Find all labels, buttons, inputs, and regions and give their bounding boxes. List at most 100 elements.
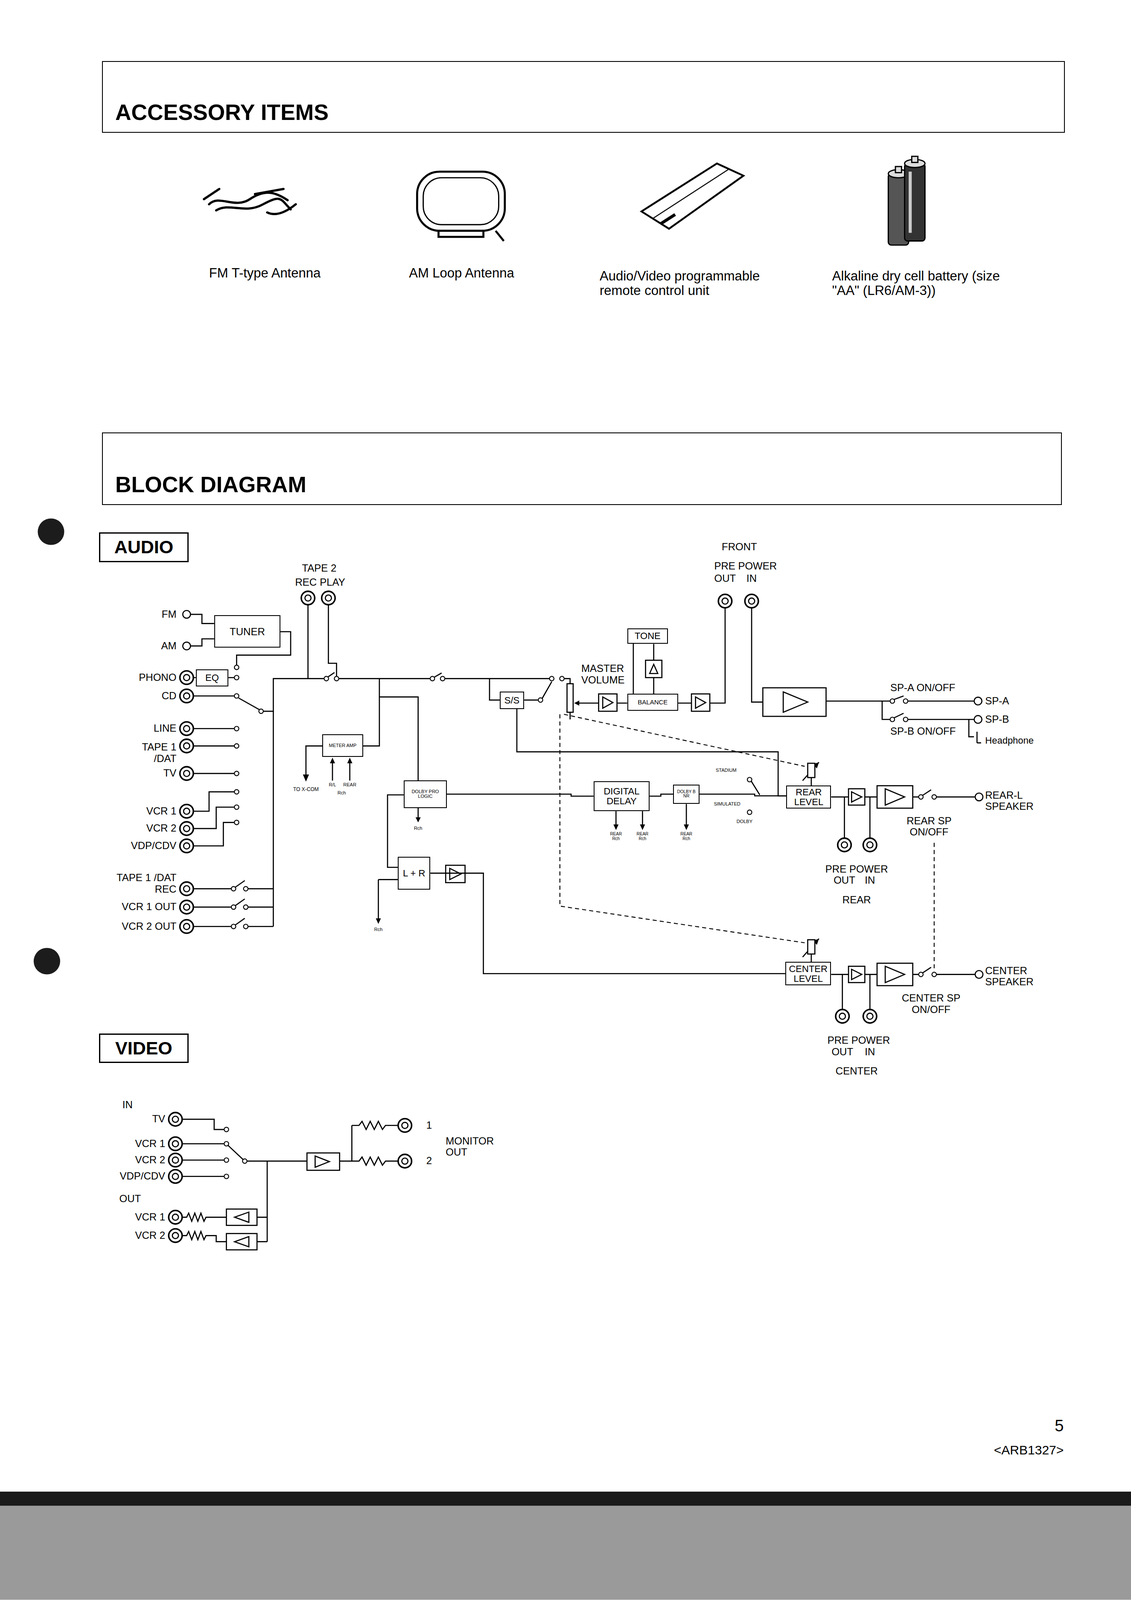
accessory-caption: Audio/Video programmable remote control … (599, 268, 776, 298)
scan-edge (0, 1491, 1131, 1506)
terminal (231, 904, 237, 910)
terminal (234, 725, 240, 731)
amplifier-symbol (226, 1233, 257, 1250)
node-text: DIGITAL DELAY (596, 786, 648, 806)
signal-wire (238, 697, 260, 710)
signal-wire (193, 888, 274, 927)
terminal (243, 904, 249, 910)
jack-symbol (744, 594, 759, 608)
terminal (231, 886, 237, 892)
signal-label: REAR-L SPEAKER (985, 789, 1043, 812)
jack-symbol (180, 766, 194, 781)
signal-label: PLAY (319, 576, 346, 588)
fm-antenna-illustration (216, 198, 291, 210)
terminal (224, 1157, 229, 1163)
terminal (323, 676, 329, 681)
terminal (234, 804, 240, 810)
terminal (182, 610, 191, 618)
signal-label: 1 (426, 1119, 432, 1131)
amplifier-symbol (645, 660, 662, 678)
eq-box: EQ (195, 669, 229, 687)
amplifier-symbol (851, 969, 862, 980)
signal-wire (193, 791, 235, 846)
signal-label: TV (163, 767, 177, 779)
amplifier-symbol (649, 664, 658, 674)
jack-symbol (398, 1118, 412, 1132)
jack-symbol (718, 594, 732, 608)
terminal (538, 697, 543, 703)
arrowhead (376, 918, 382, 924)
signal-label: IN (746, 572, 757, 584)
signal-wire (617, 607, 764, 703)
terminal (890, 698, 895, 704)
amplifier-symbol (877, 962, 913, 986)
signal-label: SP-B ON/OFF (890, 725, 956, 737)
scan-edge (0, 1505, 1131, 1600)
scan-edge (0, 518, 1131, 1600)
terminal (918, 794, 924, 800)
signal-label: CD (161, 689, 177, 701)
section-header: ACCESSORY ITEMS (102, 61, 1065, 133)
node-text: REAR LEVEL (788, 787, 829, 807)
terminal (975, 970, 983, 979)
signal-label: PRE POWER (825, 863, 889, 875)
signal-label: REAR Rch (609, 831, 624, 841)
amplifier-symbol (602, 696, 613, 709)
signal-wire (751, 781, 760, 795)
jack-symbol (863, 1009, 878, 1024)
signal-wire (263, 678, 571, 712)
amplifier-symbol (567, 683, 574, 713)
remote-control-illustration (652, 169, 729, 219)
signal-connector (430, 872, 786, 974)
amplifier-symbol (226, 1208, 257, 1225)
signal-connector (699, 793, 787, 796)
jack-symbol (168, 1136, 183, 1151)
terminal (234, 771, 240, 776)
meter-amp-box: METER AMP (322, 734, 364, 757)
signal-label: REAR SP ON/OFF (901, 814, 957, 838)
am-loop-antenna-illustration (423, 177, 499, 225)
scan-edge (33, 947, 61, 974)
terminal (182, 641, 191, 650)
tone-box: TONE (627, 628, 669, 644)
signal-label: MASTER VOLUME (581, 662, 629, 686)
balance-box: BALANCE (627, 693, 679, 712)
signal-label: VCR 2 OUT (121, 920, 177, 932)
jack-symbol (168, 1228, 183, 1243)
jack-symbol (168, 591, 877, 1242)
jack-symbol (180, 900, 194, 914)
document-code: <ARB1327> (993, 1442, 1064, 1457)
signal-label: CENTER (835, 1065, 878, 1077)
amplifier-symbol (885, 965, 905, 983)
jack-symbol (835, 1009, 850, 1024)
signal-wire (235, 880, 245, 925)
signal-connector (446, 793, 594, 796)
terminal (234, 743, 240, 749)
node-text: TUNER (216, 626, 278, 637)
signal-label: SP-A (985, 694, 1009, 706)
terminal (258, 708, 264, 714)
signal-label: Headphone (985, 735, 1034, 746)
battery-illustration (911, 156, 918, 163)
jack-symbol (180, 919, 194, 934)
signal-wire (182, 1119, 399, 1177)
node-text: EQ (198, 672, 226, 683)
terminal (559, 676, 565, 681)
am-loop-antenna-illustration (416, 171, 505, 231)
terminal (430, 676, 435, 681)
signal-label: VCR 1 (146, 804, 177, 817)
signal-label: Rch (413, 825, 423, 831)
amplifier-symbol (234, 1211, 249, 1222)
amplifier-symbol (691, 693, 710, 712)
terminal (234, 664, 240, 670)
signal-label: REAR Rch (679, 831, 694, 841)
signal-label: VCR 1 OUT (121, 900, 177, 913)
jack-symbol (180, 721, 194, 736)
signal-label: Rch (374, 926, 383, 932)
signal-label: OUT (833, 874, 856, 886)
jack-symbol (321, 591, 336, 605)
signal-label: IN (864, 874, 875, 886)
am-loop-antenna-illustration (438, 230, 484, 237)
signal-label: TV (151, 1113, 166, 1125)
terminal (932, 971, 937, 977)
